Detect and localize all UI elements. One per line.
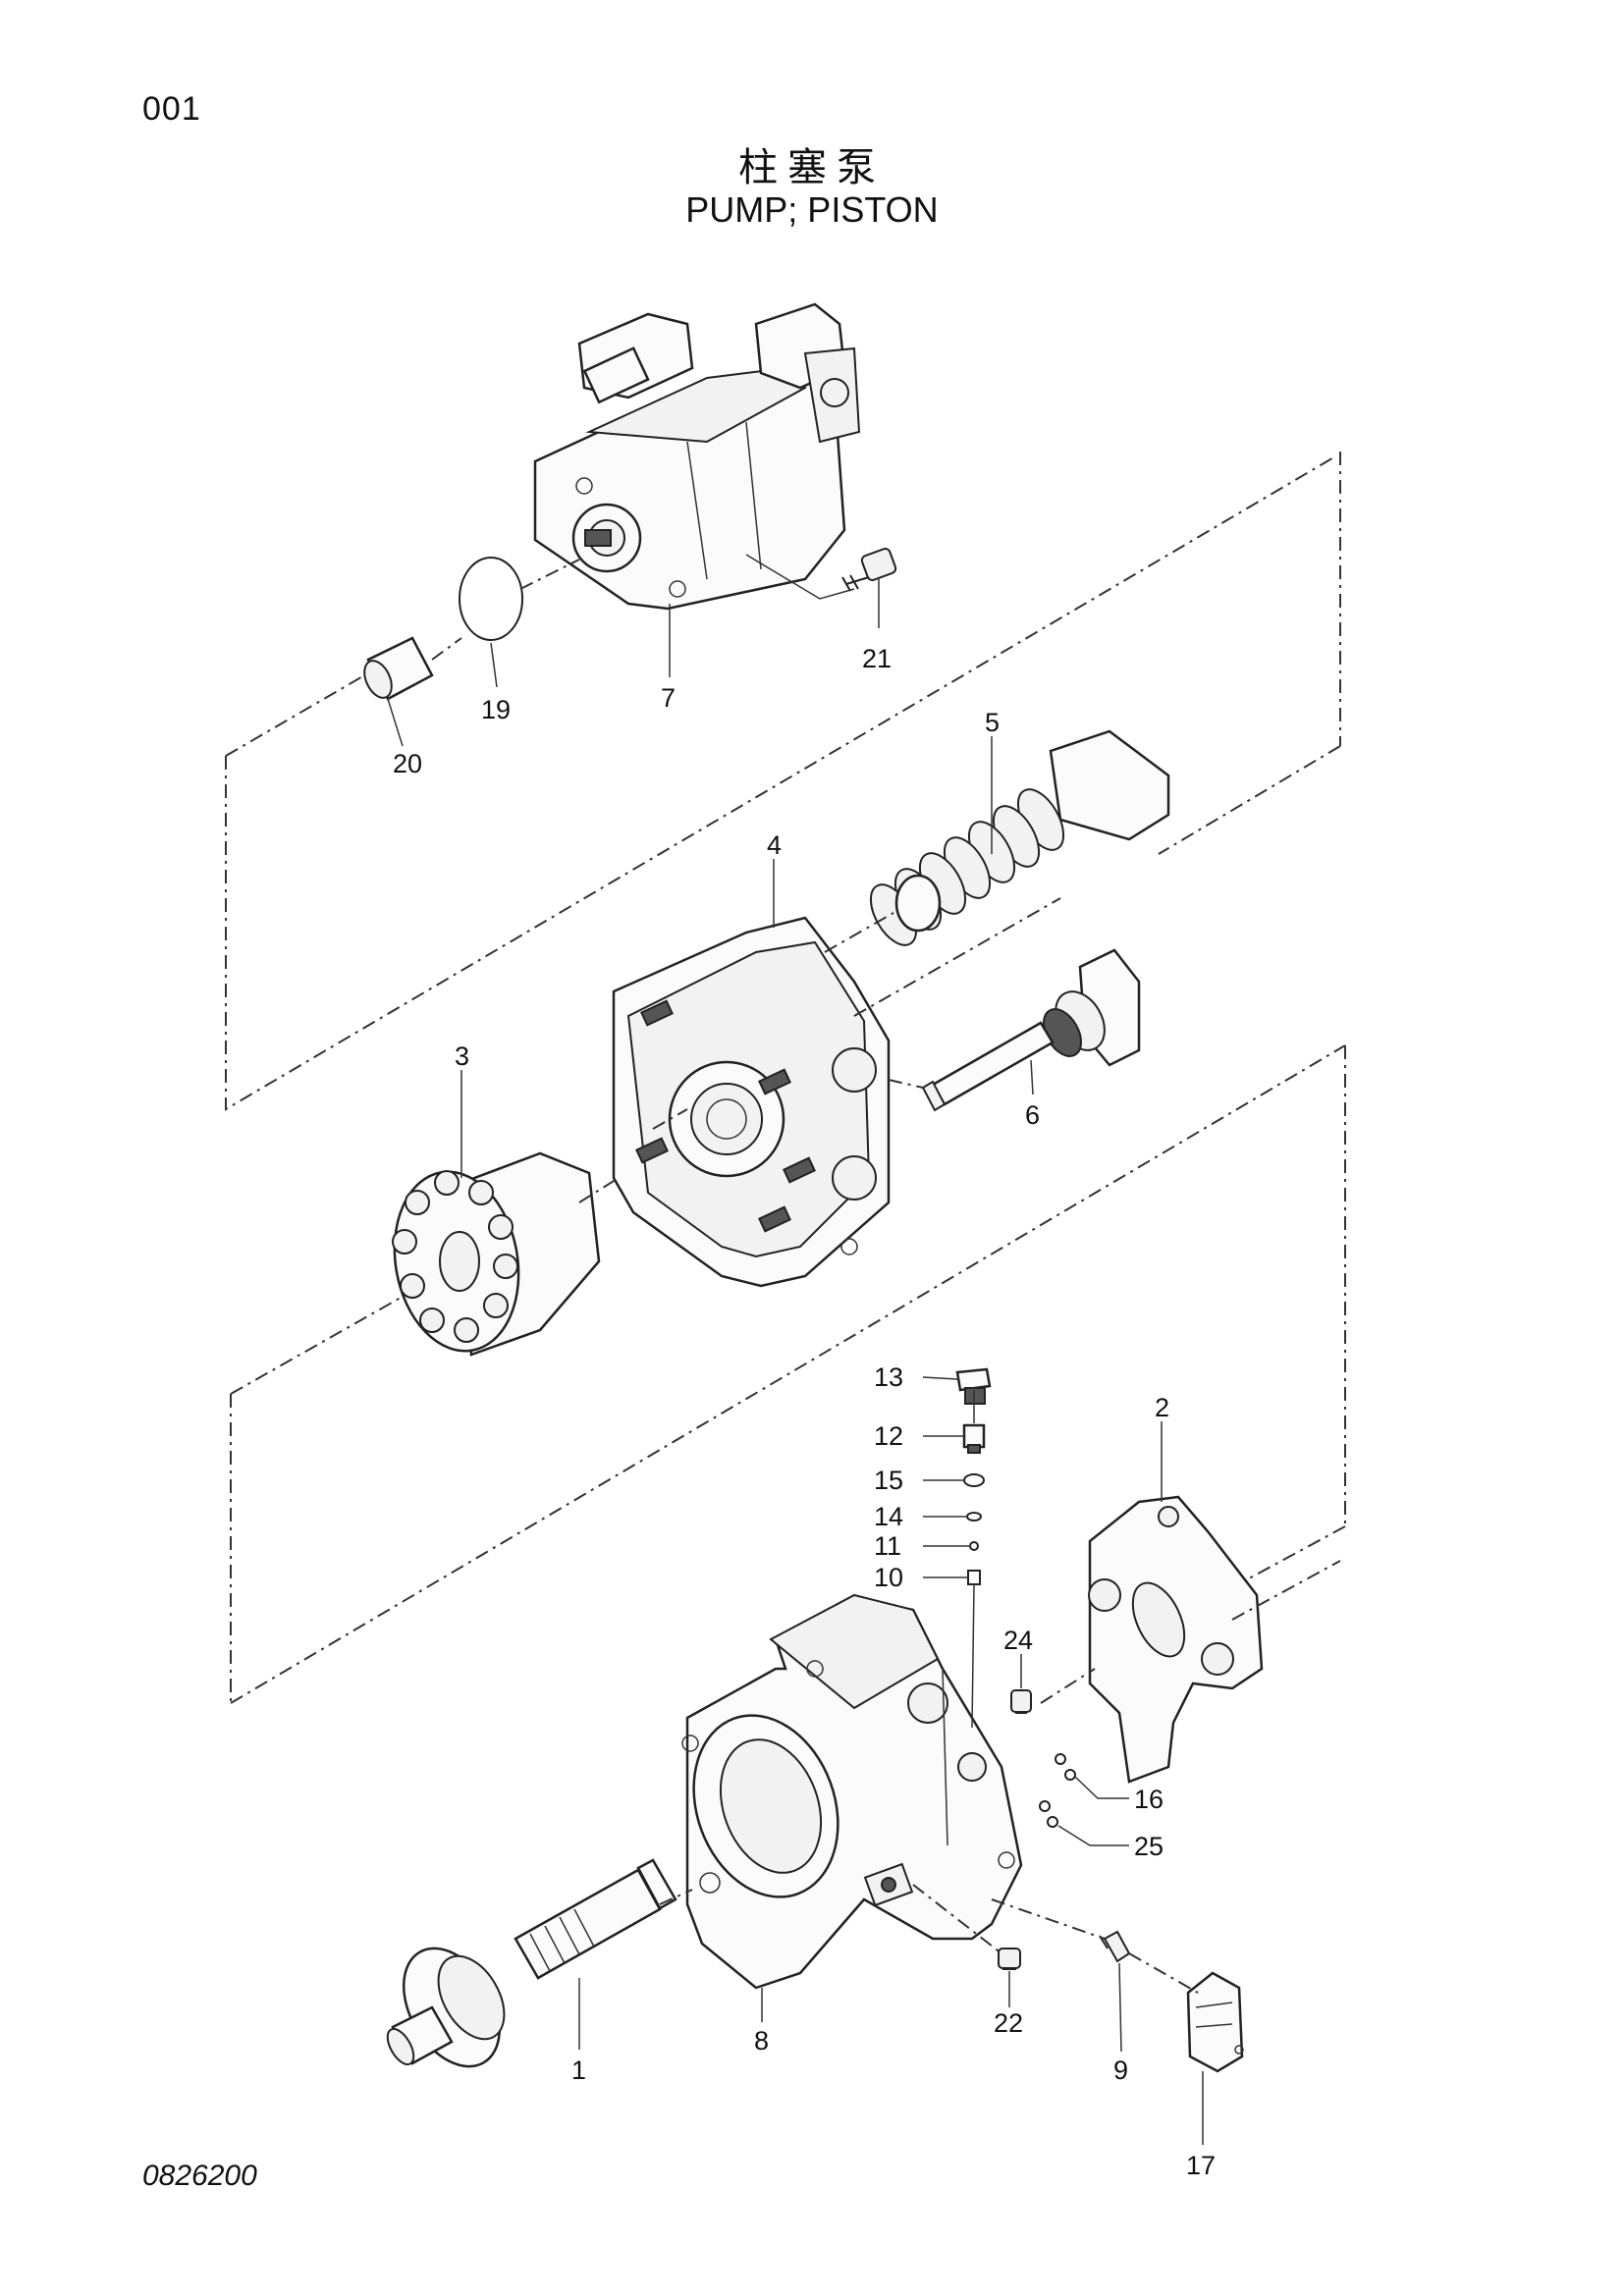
upper-assembly-frame [225,452,1341,1111]
callout-21: 21 [862,644,892,673]
callout-22: 22 [994,2008,1023,2038]
page-code: 001 [142,90,201,128]
callout-3: 3 [455,1041,469,1071]
callout-15: 15 [874,1466,903,1495]
part-1-drive-shaft [386,1858,677,2068]
part-6-servo-piston [921,948,1141,1112]
part-8-pump-casing [681,1593,1023,1990]
callout-5: 5 [985,708,1000,737]
callout-1: 1 [571,2056,586,2085]
callout-20: 20 [393,749,422,778]
callout-19: 19 [481,695,511,724]
part-9-screw [1099,1930,1131,1963]
callout-4: 4 [767,830,782,860]
explosion-axes [431,559,1341,1994]
callout-labels: 7 19 20 21 5 4 3 6 2 13 12 15 14 11 10 2… [393,644,1216,2180]
callout-9: 9 [1113,2056,1128,2085]
part-17-nameplate [1186,1971,1244,2073]
callout-16: 16 [1134,1785,1164,1814]
part-19-o-ring [459,557,523,641]
callout-7: 7 [661,683,676,713]
title-chinese: 柱塞泵 [738,145,886,190]
callout-11: 11 [874,1531,901,1561]
part-16-pin [1055,1753,1076,1781]
part-3-cylinder-block [392,1151,601,1357]
callout-10: 10 [874,1563,903,1592]
lower-assembly-frame [230,1044,1346,1704]
drawing-code: 0826200 [142,2160,257,2192]
part-22-plug [998,1948,1021,1970]
part-5-spring-assembly [869,729,1170,946]
title-english: PUMP; PISTON [685,189,939,230]
part-21-bolt [841,548,897,592]
part-14-ring [966,1512,982,1522]
part-12-valve [962,1423,986,1454]
part-11-ball [969,1541,979,1551]
part-7-pump-assembly [533,302,861,611]
callout-24: 24 [1003,1626,1033,1655]
callout-6: 6 [1025,1100,1040,1130]
leader-lines [387,554,1204,2145]
part-24-fitting [1010,1689,1032,1714]
callout-14: 14 [874,1502,903,1531]
part-10-seat [967,1570,981,1585]
part-20-coupling [363,636,434,701]
callout-13: 13 [874,1362,903,1392]
callout-8: 8 [754,2026,769,2056]
callout-2: 2 [1155,1393,1169,1422]
callout-12: 12 [874,1421,903,1451]
part-13-plug [955,1367,992,1405]
callout-25: 25 [1134,1832,1164,1861]
part-4-housing-block [612,916,891,1288]
part-25-pin [1039,1800,1058,1828]
part-15-o-ring [963,1473,985,1487]
callout-17: 17 [1186,2151,1216,2180]
part-2-bracket [1088,1495,1264,1784]
